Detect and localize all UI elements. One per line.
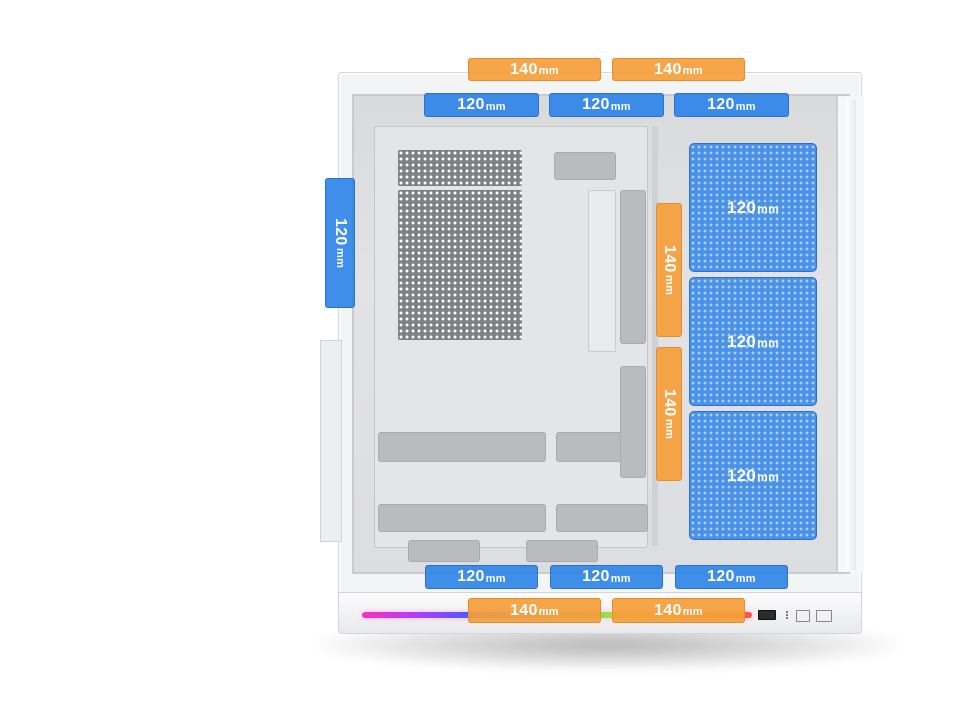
front-panel	[320, 340, 342, 542]
fan-size: 120	[726, 197, 757, 217]
fan-unit: mm	[334, 247, 346, 268]
vent-grid	[398, 190, 522, 340]
fan-size: 120	[457, 568, 485, 585]
cable-cutout	[408, 540, 480, 562]
fan-unit: mm	[485, 100, 506, 113]
fan-size: 120	[726, 331, 757, 351]
fan-unit: mm	[757, 336, 780, 350]
usb-port-icon	[758, 610, 776, 620]
fan-size: 140	[661, 389, 678, 417]
audio-jack-icon	[786, 611, 794, 619]
fan-unit: mm	[682, 606, 703, 618]
cable-cutout	[378, 432, 546, 462]
cable-cutout	[556, 432, 628, 462]
cable-cutout	[620, 190, 646, 344]
fan-unit: mm	[610, 100, 631, 113]
fan-size: 140	[510, 601, 538, 619]
fan-unit: mm	[682, 65, 703, 77]
fan-size: 120	[582, 568, 610, 585]
fan-size: 120	[707, 568, 735, 585]
fan-unit: mm	[663, 418, 675, 439]
fan-size: 140	[510, 60, 538, 78]
fan-size: 140	[654, 601, 682, 619]
cable-cutout	[526, 540, 598, 562]
cable-cutout	[378, 504, 546, 532]
cable-cutout	[554, 152, 616, 180]
fan-size: 120	[582, 96, 610, 113]
chamber-divider	[652, 126, 658, 546]
fan-size: 140	[654, 60, 682, 78]
fan-unit: mm	[663, 274, 675, 295]
cable-cutout	[556, 504, 648, 532]
vent-grid	[398, 150, 522, 186]
fan-unit: mm	[538, 65, 559, 77]
fan-unit: mm	[735, 100, 756, 113]
power-button-icon	[816, 610, 832, 622]
fan-size: 120	[457, 96, 485, 113]
fan-unit: mm	[538, 606, 559, 618]
glass-panel	[846, 100, 856, 570]
fan-unit: mm	[610, 572, 631, 585]
cable-cover	[588, 190, 616, 352]
fan-size: 120	[707, 96, 735, 113]
fan-unit: mm	[757, 470, 780, 484]
fan-unit: mm	[735, 572, 756, 585]
fan-unit: mm	[485, 572, 506, 585]
fan-unit: mm	[757, 202, 780, 216]
power-button-icon	[796, 610, 810, 622]
cable-cutout	[620, 366, 646, 478]
fan-size: 120	[332, 218, 349, 246]
fan-size: 140	[661, 245, 678, 273]
fan-size: 120	[726, 465, 757, 485]
